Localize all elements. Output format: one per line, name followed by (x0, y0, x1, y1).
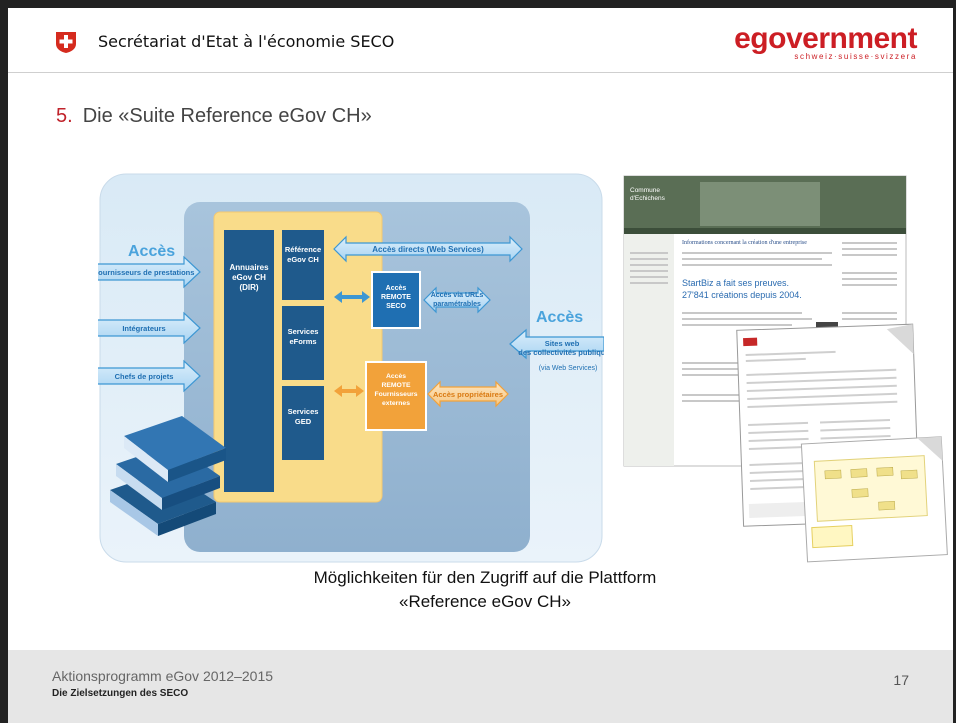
arrow-integrateurs (98, 311, 201, 345)
program-subtitle: Die Zielsetzungen des SECO (52, 688, 189, 699)
caption-line-1: Möglichkeiten für den Zugriff auf die Pl… (313, 568, 657, 587)
window-frame-top (0, 0, 956, 8)
startbiz-line-1: StartBiz a fait ses preuves. (682, 278, 789, 288)
process-screenshot (800, 436, 948, 563)
slide-footer: Aktionsprogramm eGov 2012–2015 Die Ziels… (8, 650, 953, 723)
ged-block (282, 386, 324, 460)
slide-number: 5. (56, 105, 73, 127)
caption-line-2: «Reference eGov CH» (399, 592, 571, 611)
slide-title: 5. Die «Suite Reference eGov CH» (56, 105, 372, 128)
logo-tagline: schweiz·suisse·svizzera (794, 52, 917, 61)
slide-header: Secrétariat d'Etat à l'économie SECO ego… (8, 8, 953, 73)
eforms-block (282, 306, 324, 380)
page-number: 17 (893, 672, 909, 688)
arrow-acces-urls (423, 286, 491, 314)
svg-text:d'Echichens: d'Echichens (630, 195, 666, 202)
left-label-chefs: Chefs de projets (115, 372, 174, 381)
arrow-acces-directs (333, 235, 523, 263)
arrow-chefs (98, 359, 201, 393)
left-label-fournisseurs: Fournisseurs de prestations (98, 268, 194, 277)
arrow-acces-proprietaires-label: Accès propriétaires (433, 390, 503, 399)
logo-word: egovernment (734, 22, 917, 55)
program-name: Aktionsprogramm eGov 2012–2015 (52, 668, 274, 684)
annuaires-column (224, 230, 274, 492)
arrow-acces-directs-label: Accès directs (Web Services) (372, 245, 484, 254)
left-label-integrateurs: Intégrateurs (122, 324, 165, 333)
screenshot-collage: Commune d'Echichens Informations concern… (623, 175, 948, 563)
startbiz-line-2: 27'841 créations depuis 2004. (682, 290, 802, 300)
remote-external-block (365, 361, 427, 431)
arrow-ged-external (334, 385, 364, 397)
diagram-caption: Möglichkeiten für den Zugriff auf die Pl… (230, 566, 740, 614)
window-frame-left (0, 0, 8, 723)
egovernment-logo: egovernment schweiz·suisse·svizzera (734, 22, 917, 62)
arrow-fournisseurs (98, 255, 201, 289)
acces-right-label: Accès (536, 309, 583, 326)
slide-title-text: Die «Suite Reference eGov CH» (82, 105, 372, 127)
remote-seco-block (371, 271, 421, 329)
window-frame-right (953, 0, 956, 723)
reference-block (282, 230, 324, 300)
right-label-via: (via Web Services) (539, 365, 598, 372)
arrow-sites-web (509, 328, 604, 360)
arrow-eforms-seco (334, 291, 370, 303)
swiss-flag-icon (56, 32, 76, 53)
arrow-acces-proprietaires (427, 380, 509, 408)
acces-left-label: Accès (128, 243, 175, 260)
website-headline: Informations concernant la création d'un… (682, 239, 807, 246)
commune-name: Commune (630, 187, 660, 194)
organization-name: Secrétariat d'Etat à l'économie SECO (98, 32, 395, 51)
books-illustration (110, 416, 226, 536)
